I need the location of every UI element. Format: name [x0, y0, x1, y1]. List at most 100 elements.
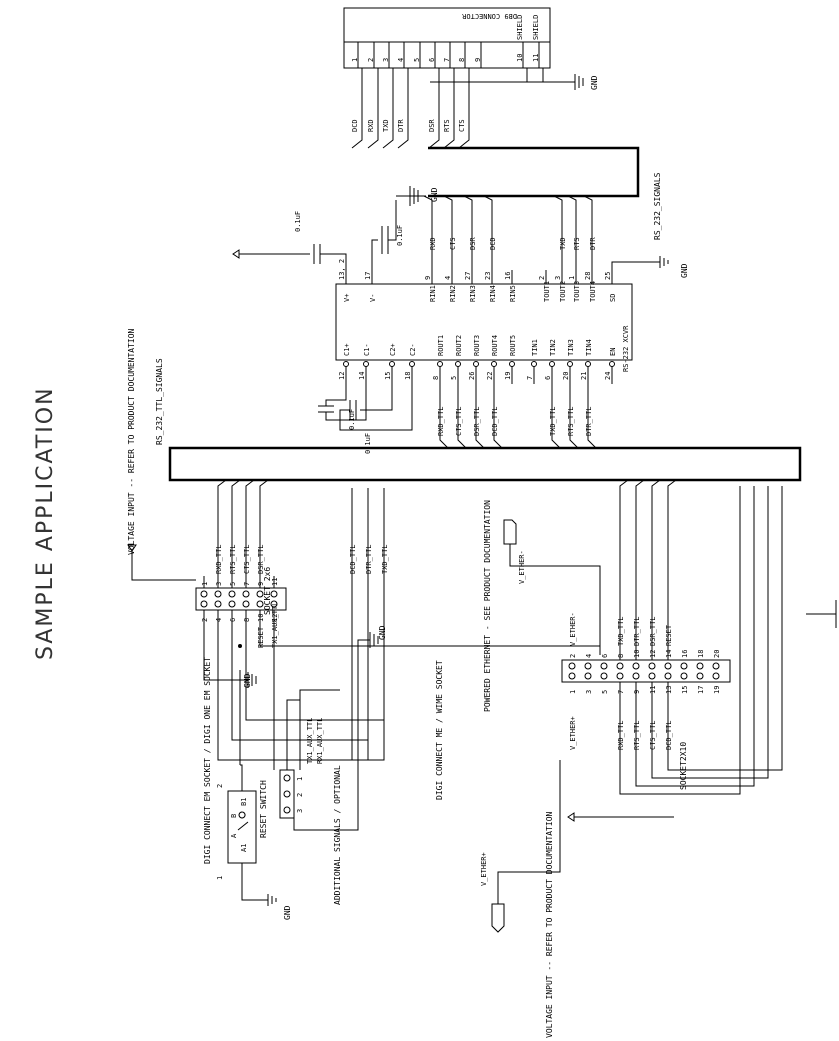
socket2x6-left-signal-label: RESET [257, 626, 265, 648]
socket2x10-left-signal-label: V_ETHER- [569, 612, 577, 646]
socket2x10-pin-bottom [584, 672, 592, 680]
xcvr-bottom-signal-label: RXD_TTL [437, 406, 445, 436]
xcvr-bottom-pin-label: TIN2 [549, 339, 557, 356]
db9-pin-number: 1 [351, 58, 359, 62]
socket2x6-pin-bottom [270, 600, 278, 608]
db9-signal-label: DTR [397, 119, 405, 132]
v-ether-wires [497, 544, 601, 904]
aux-pin [283, 790, 291, 798]
db9-signal-wire [351, 68, 363, 149]
switch-symbol [237, 811, 249, 831]
aux-gnd-label: GND [378, 625, 387, 640]
socket2x6-pin-top [256, 590, 264, 598]
xcvr-top-pin-number: 28 [584, 272, 592, 280]
db9-signal-label: TXD [382, 119, 390, 132]
db9-pin-number: 9 [474, 58, 482, 62]
xcvr-top-signal-wire [443, 195, 453, 270]
socket2x6-pin-number: 3 [215, 582, 223, 586]
socket2x6-pin-number: 5 [229, 582, 237, 586]
socket2x6-extra-signal-label: DCD_TTL [349, 544, 357, 574]
socket2x6-signal-wire [217, 479, 227, 576]
aux-pin-number: 3 [296, 809, 304, 813]
db9-gnd-wire [430, 68, 584, 90]
aux-pin [283, 774, 291, 782]
socket2x6-left-signal-label: TX1_AUX_TTL [271, 602, 279, 648]
reset-wires [239, 670, 277, 906]
socket2x10-pin-number: 17 [697, 686, 705, 694]
db9-pin-number: 11 [532, 54, 540, 62]
socket2x6-pin-top [228, 590, 236, 598]
socket2x10-pin-number: 14 [665, 650, 673, 658]
aux-pin [283, 806, 291, 814]
socket2x6-pin-number: 8 [243, 618, 251, 622]
xcvr-top-signal-wire [463, 195, 473, 270]
socket2x6-pin-number: 7 [243, 582, 251, 586]
xcvr-bottom-signal-label: DCD_TTL [491, 406, 499, 436]
socket2x6-pin-top [242, 590, 250, 598]
socket2x10-right-signal-label: V_ETHER+ [569, 716, 577, 750]
xcvr-bottom-pin-label: ROUT4 [491, 335, 499, 356]
reset-pin-a: A [230, 833, 238, 838]
socket2x6-signal-label: DSR_TTL [257, 544, 265, 574]
socket-2x6: 1234RXD_TTL56RTS_TTL78CTS_TTL910DSR_TTLR… [195, 479, 600, 770]
cap-label: 0.1uF [396, 225, 404, 246]
db9-signal-label: CTS [458, 119, 466, 132]
socket2x6-signal-label: RXD_TTL [215, 544, 223, 574]
db9-shield-label: SHIELD [516, 15, 524, 40]
db9-signal-wire [367, 68, 379, 149]
socket2x10-pin-top [600, 662, 608, 670]
xcvr-gnd-symbol [396, 186, 426, 206]
socket2x10-pin-top [584, 662, 592, 670]
socket2x10-pin-top [648, 662, 656, 670]
xcvr-top-pin-number: 16 [504, 272, 512, 280]
socket2x10-right-signal-label: RXD_TTL [617, 720, 625, 750]
socket2x10-right-signal-wire [635, 486, 755, 787]
xcvr-top-pin-label: V+ [343, 294, 351, 302]
db9-pin-number: 5 [413, 58, 421, 62]
xcvr-top-pin-number: 4 [444, 276, 452, 280]
xcvr-bottom-pin-number: 14 [358, 372, 366, 380]
cap-label: 0.1uF [364, 433, 372, 454]
socket2x10-pin-top [696, 662, 704, 670]
xcvr-bottom-signal-wire [439, 384, 449, 449]
db9-signal-label: RXD [367, 119, 375, 132]
xcvr-bottom-pin-bubble [473, 361, 479, 367]
xcvr-bottom-signal-wire [551, 384, 561, 449]
xcvr-top-signal-label: RTS [573, 237, 581, 250]
db9-signal-wire [443, 68, 455, 149]
socket2x10-right-signal-label: CTS_TTL [649, 720, 657, 750]
xcvr-top-pin-number: 1 [568, 276, 576, 280]
xcvr-name: RS-232 XCVR [622, 325, 630, 372]
xcvr-top-signal-wire [567, 195, 577, 270]
xcvr-top-signal-label: RXD [429, 237, 437, 250]
socket2x10-pin-bottom [616, 672, 624, 680]
socket2x6-signal-wire [259, 479, 269, 576]
socket2x6-pin-number: 4 [215, 618, 223, 622]
xcvr-top-pin-label: TOUT1 [543, 281, 551, 302]
socket2x10-pin-number: 8 [617, 654, 625, 658]
xcvr-bottom-pin-bubble [409, 361, 415, 367]
aux-pin-number: 1 [296, 777, 304, 781]
xcvr-bottom-pin-bubble [363, 361, 369, 367]
rs232-bus [428, 146, 640, 198]
xcvr-bottom-pin-number: 18 [404, 372, 412, 380]
socket2x10-pin-number: 5 [601, 690, 609, 694]
xcvr-bottom-signal-label: RTS_TTL [567, 406, 575, 436]
socket2x6-pin-top [270, 590, 278, 598]
xcvr-bottom-pin-label: ROUT2 [455, 335, 463, 356]
xcvr-bottom-pin-label: TIN4 [585, 339, 593, 356]
right-vertical-line [806, 600, 837, 628]
xcvr-top-signal-label: TXD [559, 237, 567, 250]
xcvr-top-pin-number: 3 [554, 276, 562, 280]
xcvr-top-signal-label: DTR [589, 237, 597, 250]
xcvr-top-pin-number: 25 [604, 272, 612, 280]
db9-pin-number: 3 [382, 58, 390, 62]
xcvr-top-pin-number: 13, 2 [338, 259, 346, 280]
socket2x10-left-signal-wire [667, 479, 677, 660]
xcvr-bottom-signal-label: DSR_TTL [473, 406, 481, 436]
xcvr-bottom-signal-wire [587, 384, 597, 449]
xcvr-bottom-signal-wire [569, 384, 579, 449]
